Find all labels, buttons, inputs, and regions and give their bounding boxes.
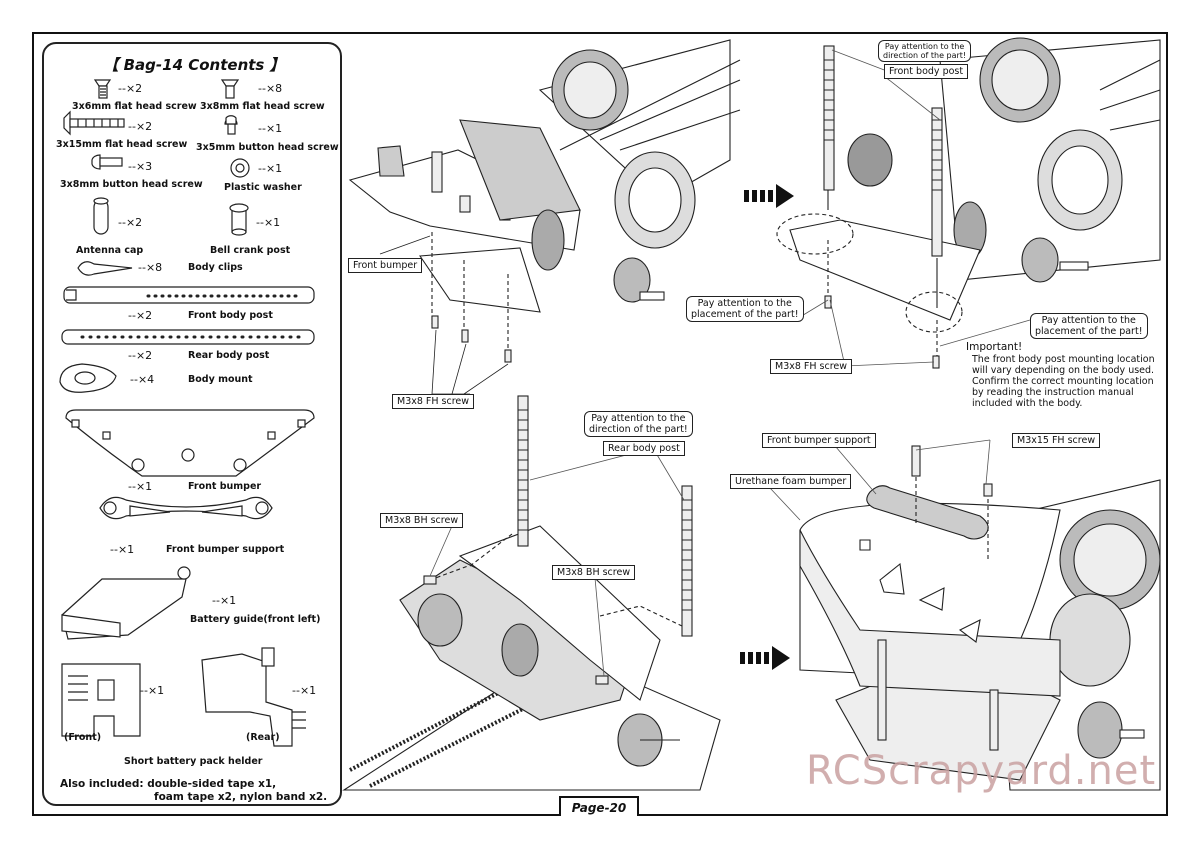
antenna-cap-icon xyxy=(93,197,109,235)
callout-bumper-support: Front bumper support xyxy=(762,433,876,448)
callout-attention-placement-b: Pay attention to the placement of the pa… xyxy=(1030,313,1148,339)
important-title: Important! xyxy=(966,341,1023,353)
important-line: by reading the instruction manual xyxy=(972,387,1134,398)
important-line: will vary depending on the body used. xyxy=(972,365,1155,376)
part-qty: --×2 xyxy=(118,216,143,229)
body-mount-icon xyxy=(59,363,117,393)
important-line: included with the body. xyxy=(972,398,1083,409)
holder-front-label: (Front) xyxy=(64,732,102,743)
battery-holder-icon xyxy=(61,663,141,737)
callout-foam-bumper: Urethane foam bumper xyxy=(730,474,852,489)
bumper-support-icon xyxy=(99,496,273,520)
part-label: Battery guide(front left) xyxy=(190,614,321,625)
part-label: Bell crank post xyxy=(210,245,291,256)
step3-illustration xyxy=(342,395,721,791)
important-line: Confirm the correct mounting location xyxy=(972,376,1154,387)
part-qty: --×1 xyxy=(140,684,165,697)
important-line: The front body post mounting location xyxy=(972,354,1155,365)
part-label: 3x15mm flat head screw xyxy=(56,139,188,150)
part-qty: --×2 xyxy=(118,82,143,95)
flat-head-screw-icon xyxy=(220,79,240,99)
page-number: Page-20 xyxy=(559,796,639,816)
part-qty: --×3 xyxy=(128,160,153,173)
part-qty: --×8 xyxy=(138,261,163,274)
part-qty: --×1 xyxy=(128,480,153,493)
washer-icon xyxy=(230,158,250,178)
front-bumper-icon xyxy=(65,409,315,477)
battery-holder-icon xyxy=(201,647,306,747)
part-label: Front bumper support xyxy=(166,544,285,555)
part-label: Rear body post xyxy=(188,350,270,361)
part-qty: --×2 xyxy=(128,349,153,362)
part-qty: --×1 xyxy=(256,216,281,229)
step2-illustration xyxy=(776,37,1161,369)
callout-line: Pay attention to the xyxy=(884,42,965,51)
post-icon xyxy=(229,203,249,236)
part-label: 3x8mm flat head screw xyxy=(200,101,325,112)
callout-line: Pay attention to the xyxy=(1041,315,1136,326)
part-label: 3x5mm button head screw xyxy=(196,142,339,153)
callout-line: Pay attention to the xyxy=(591,413,686,424)
part-qty: --×1 xyxy=(258,122,283,135)
callout-line: Pay attention to the xyxy=(697,298,792,309)
callout-bh-screw-2: M3x8 BH screw xyxy=(552,565,636,580)
arrow-icon xyxy=(740,646,790,670)
callout-fh15-screw: M3x15 FH screw xyxy=(1012,433,1101,448)
bag-contents-panel: 【 Bag-14 Contents 】 xyxy=(42,42,342,806)
also-included: Also included: double-sided tape x1, xyxy=(60,778,277,790)
part-qty: --×1 xyxy=(258,162,283,175)
callout-rear-body-post: Rear body post xyxy=(603,441,685,456)
callout-attention-direction: Pay attention to the direction of the pa… xyxy=(878,40,972,62)
also-included-cont: foam tape x2, nylon band x2. xyxy=(154,791,328,803)
callout-line: placement of the part! xyxy=(691,309,799,320)
callout-line: placement of the part! xyxy=(1035,326,1143,337)
part-label: Front body post xyxy=(188,310,273,321)
callout-front-body-post: Front body post xyxy=(884,64,969,79)
part-qty: --×1 xyxy=(110,543,135,556)
step1-illustration xyxy=(348,39,741,395)
part-label: 3x6mm flat head screw xyxy=(72,101,197,112)
part-qty: --×4 xyxy=(130,373,155,386)
callout-fh-screw-2: M3x8 FH screw xyxy=(770,359,853,374)
part-qty: --×1 xyxy=(292,684,317,697)
arrow-icon xyxy=(744,184,794,208)
part-label: Front bumper xyxy=(188,481,262,492)
flat-head-screw-icon xyxy=(63,110,125,136)
part-qty: --×2 xyxy=(128,309,153,322)
callout-fh-screw: M3x8 FH screw xyxy=(392,394,475,409)
body-clip-icon xyxy=(77,261,133,276)
part-label: Antenna cap xyxy=(76,245,144,256)
button-head-screw-icon xyxy=(224,115,238,135)
holder-rear-label: (Rear) xyxy=(246,732,280,743)
callout-attention-placement: Pay attention to the placement of the pa… xyxy=(686,296,804,322)
part-qty: --×8 xyxy=(258,82,283,95)
holder-label: Short battery pack helder xyxy=(124,756,263,767)
callout-bh-screw: M3x8 BH screw xyxy=(380,513,464,528)
callout-line: direction of the part! xyxy=(883,51,967,60)
button-head-screw-icon xyxy=(91,154,123,170)
battery-guide-icon xyxy=(61,566,191,640)
bag-title: 【 Bag-14 Contents 】 xyxy=(103,56,285,74)
callout-line: direction of the part! xyxy=(589,424,688,435)
callout-front-bumper: Front bumper xyxy=(348,258,423,273)
watermark: RCScrapyard.net xyxy=(806,748,1157,794)
part-qty: --×2 xyxy=(128,120,153,133)
step4-illustration xyxy=(799,445,1161,791)
part-label: 3x8mm button head screw xyxy=(60,179,203,190)
part-label: Plastic washer xyxy=(224,182,302,193)
part-label: Body clips xyxy=(188,262,243,273)
callout-attention-direction-3: Pay attention to the direction of the pa… xyxy=(584,411,693,437)
flat-head-screw-icon xyxy=(93,79,112,99)
part-label: Body mount xyxy=(188,374,253,385)
part-qty: --×1 xyxy=(212,594,237,607)
